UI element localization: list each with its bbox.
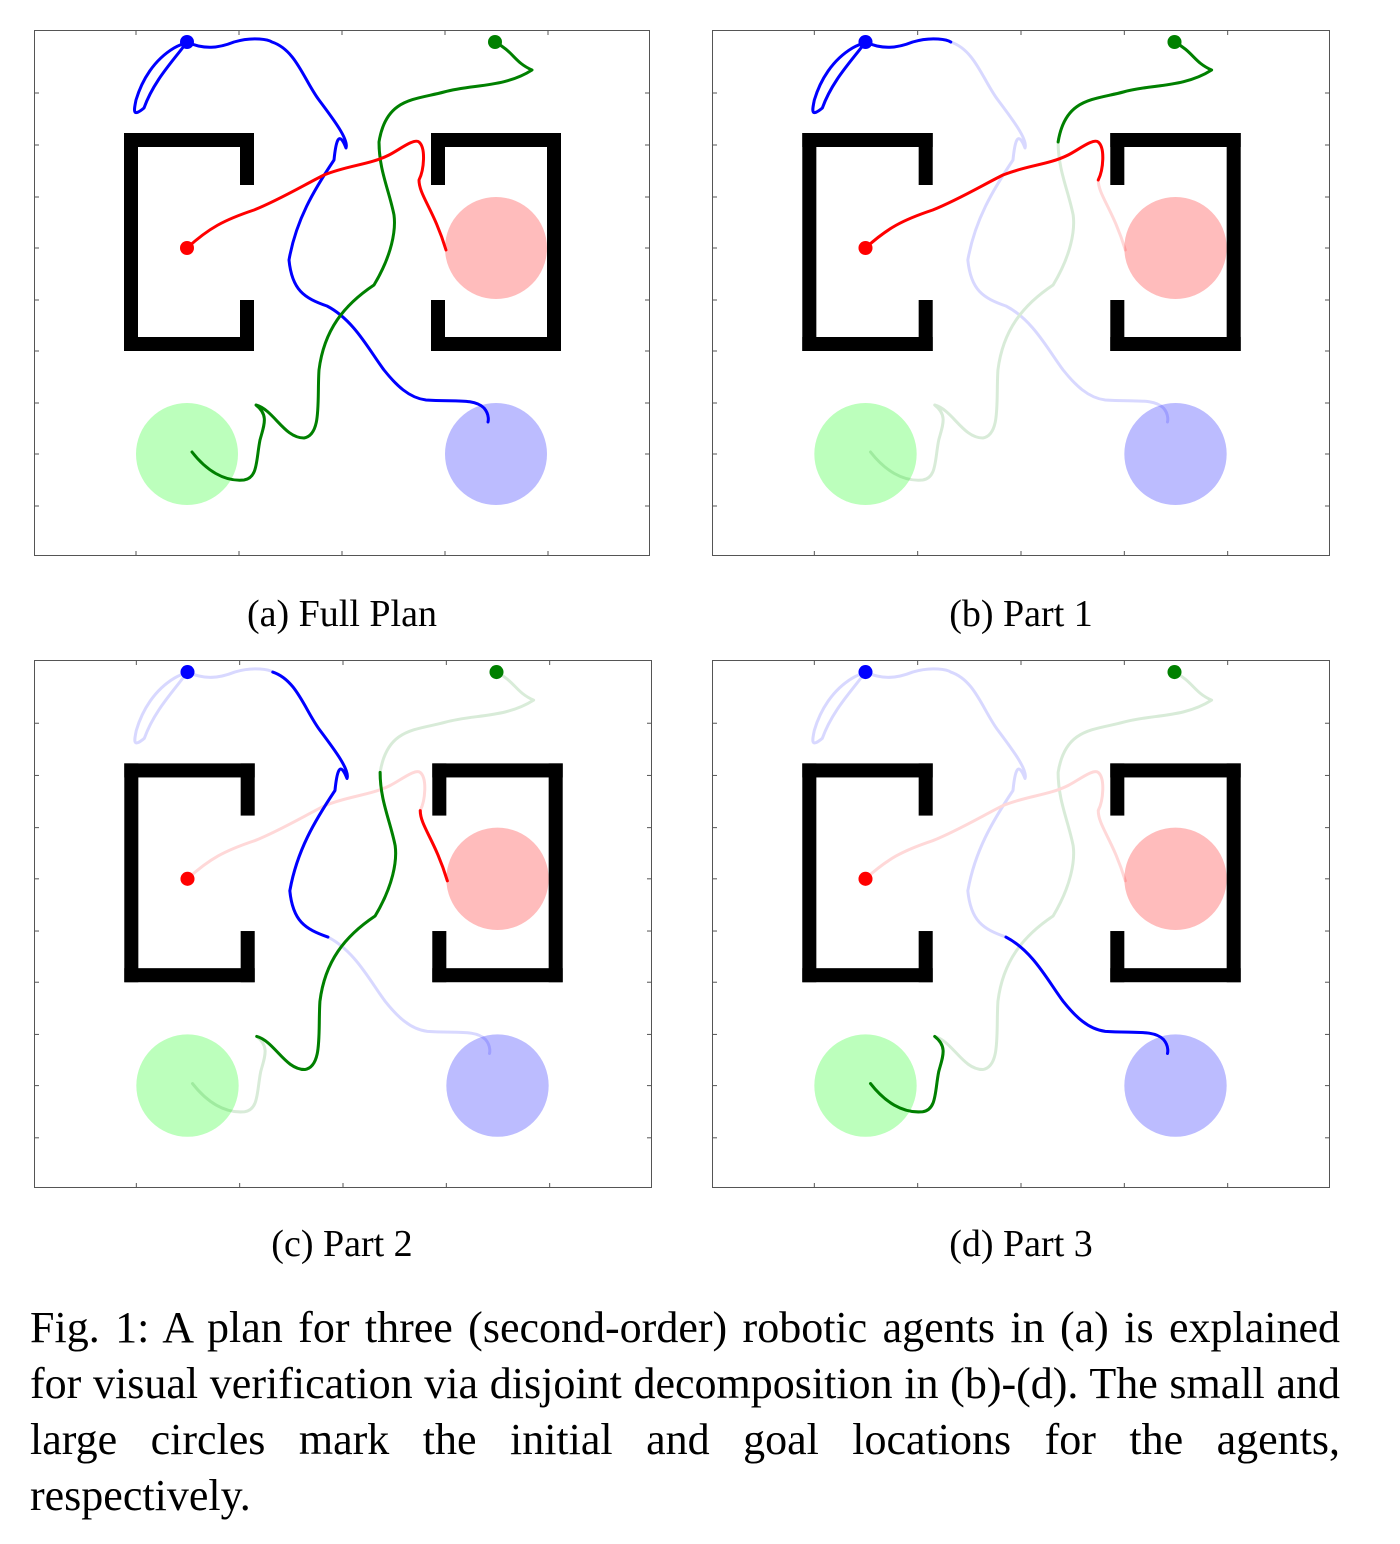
green-segment-part-3 [869,1034,945,1114]
panel-c [34,660,652,1188]
panel-b [712,30,1330,556]
plot-part-3 [712,660,1330,1188]
green-segment-part-1 [1056,40,1214,144]
figure-caption: Fig. 1: A plan for three (second-order) … [30,1303,1340,1520]
panel-a-caption: (a) Full Plan [247,593,437,635]
red-segment-part-2 [418,809,449,883]
green-segment-part-2 [255,770,398,1072]
panel-a [34,30,650,556]
panel-b-caption: (b) Part 1 [949,593,1093,635]
plot-part-2 [34,660,652,1188]
panel-d-caption: (d) Part 3 [949,1223,1093,1265]
panel-c-caption: (c) Part 2 [271,1223,413,1265]
plot-part-1 [712,30,1330,556]
red-segment-part-1 [863,139,1105,250]
plot-full-plan [34,30,650,556]
blue-segment-part-1 [811,37,953,114]
blue-segment-part-2 [271,670,349,939]
blue-segment-part-3 [1004,935,1170,1055]
panel-d [712,660,1330,1188]
